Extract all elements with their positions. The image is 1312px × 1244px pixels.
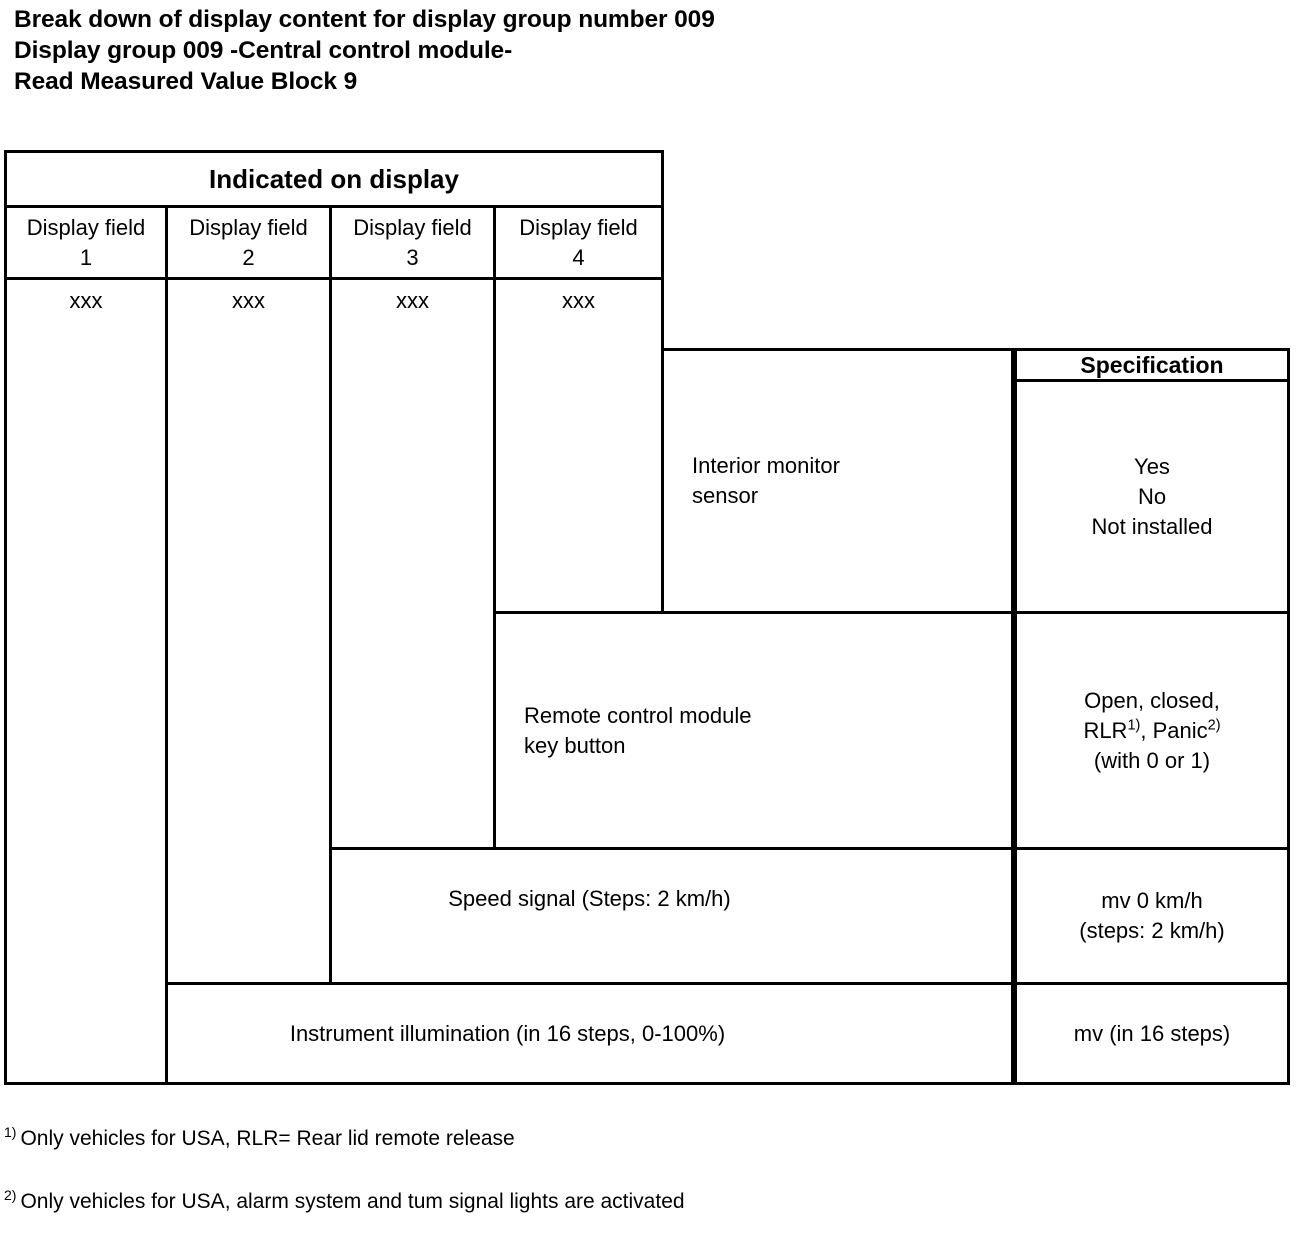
row-interior-monitor-spec: Yes No Not installed (1014, 382, 1290, 614)
display-field-value-3: xxx (396, 288, 429, 313)
display-field-column-3: xxx (332, 280, 496, 850)
display-field-header-1: Display field 1 (4, 208, 168, 280)
display-field-header-1-number: 1 (79, 244, 93, 270)
spec-remote-control-option-2: RLR1), Panic2) (1017, 716, 1287, 746)
row-speed-signal-spec: mv 0 km/h (steps: 2 km/h) (1014, 850, 1290, 985)
footnote-2-text: Only vehicles for USA, alarm system and … (20, 1190, 685, 1213)
spec-interior-monitor-option-2: No (1137, 483, 1167, 509)
row-remote-control-spec: Open, closed, RLR1), Panic2) (with 0 or … (1014, 614, 1290, 850)
display-field-header-3: Display field 3 (332, 208, 496, 280)
column-block-right-edge (661, 280, 664, 351)
display-field-column-2: xxx (168, 280, 332, 985)
footnote-2-mark: 2) (4, 1187, 17, 1203)
document-heading: Break down of display content for displa… (14, 4, 1214, 97)
spec-header: Specification (1014, 348, 1290, 382)
row-remote-control-line-2: key button (524, 732, 626, 758)
display-field-value-4: xxx (562, 288, 595, 313)
row-speed-signal-description: Speed signal (Steps: 2 km/h) (168, 850, 1014, 985)
row-interior-monitor-line-2: sensor (692, 483, 759, 508)
spec-header-label: Specification (1080, 352, 1224, 378)
spec-rlr-text: RLR (1083, 717, 1128, 743)
spec-speed-signal-line-2: (steps: 2 km/h) (1079, 918, 1225, 943)
spec-instrument-illumination: mv (in 16 steps) (1073, 1020, 1231, 1046)
row-instrument-illumination-spec: mv (in 16 steps) (1014, 985, 1290, 1085)
display-field-value-1: xxx (69, 288, 103, 313)
spec-remote-control-option-3: (with 0 or 1) (1093, 747, 1211, 773)
footnotes: 1)Only vehicles for USA, RLR= Rear lid r… (4, 1118, 1284, 1244)
row-remote-control-line-1: Remote control module (524, 702, 752, 728)
row-instrument-illumination-label: Instrument illumination (in 16 steps, 0-… (289, 1020, 726, 1046)
row-interior-monitor-line-1: Interior monitor (692, 453, 840, 478)
spec-speed-signal-line-1: mv 0 km/h (1101, 888, 1203, 913)
spec-panic-footnote-ref: 2) (1207, 717, 1221, 734)
display-field-header-3-number: 3 (406, 244, 419, 270)
column-block-step-bottom (661, 348, 1017, 351)
spec-panic-text: , Panic (1140, 717, 1208, 743)
row-remote-control-description: Remote control module key button (332, 614, 1014, 850)
footnote-1: 1)Only vehicles for USA, RLR= Rear lid r… (4, 1118, 1284, 1153)
spec-interior-monitor-option-1: Yes (1134, 453, 1170, 479)
group-header-label: Indicated on display (209, 164, 459, 194)
heading-line-2: Display group 009 -Central control modul… (14, 37, 513, 64)
footnote-2: 2)Only vehicles for USA, alarm system an… (4, 1181, 1284, 1216)
heading-line-1: Break down of display content for displa… (14, 6, 715, 33)
display-field-header-1-label: Display field (26, 214, 146, 240)
display-field-header-4-label: Display field (519, 214, 638, 240)
footnote-1-mark: 1) (4, 1124, 17, 1140)
display-field-column-1: xxx (4, 280, 168, 1085)
display-field-header-4: Display field 4 (496, 208, 664, 280)
display-field-header-2-number: 2 (242, 244, 255, 270)
spec-rlr-footnote-ref: 1) (1127, 717, 1141, 734)
display-field-header-4-number: 4 (572, 244, 585, 270)
spec-interior-monitor-option-3: Not installed (1091, 513, 1213, 539)
row-instrument-illumination-description: Instrument illumination (in 16 steps, 0-… (4, 985, 1014, 1085)
display-field-column-4: xxx (496, 280, 664, 614)
footnote-1-text: Only vehicles for USA, RLR= Rear lid rem… (20, 1127, 515, 1150)
spec-remote-control-option-1: Open, closed, (1084, 687, 1220, 713)
display-field-header-2-label: Display field (189, 214, 308, 240)
heading-line-3: Read Measured Value Block 9 (14, 68, 358, 95)
group-header-indicated-on-display: Indicated on display (4, 150, 664, 208)
row-interior-monitor-description: Interior monitor sensor (496, 351, 1014, 614)
display-field-header-2: Display field 2 (168, 208, 332, 280)
display-field-header-3-label: Display field (353, 214, 472, 240)
display-field-value-2: xxx (232, 288, 265, 313)
row-speed-signal-label: Speed signal (Steps: 2 km/h) (448, 886, 731, 911)
